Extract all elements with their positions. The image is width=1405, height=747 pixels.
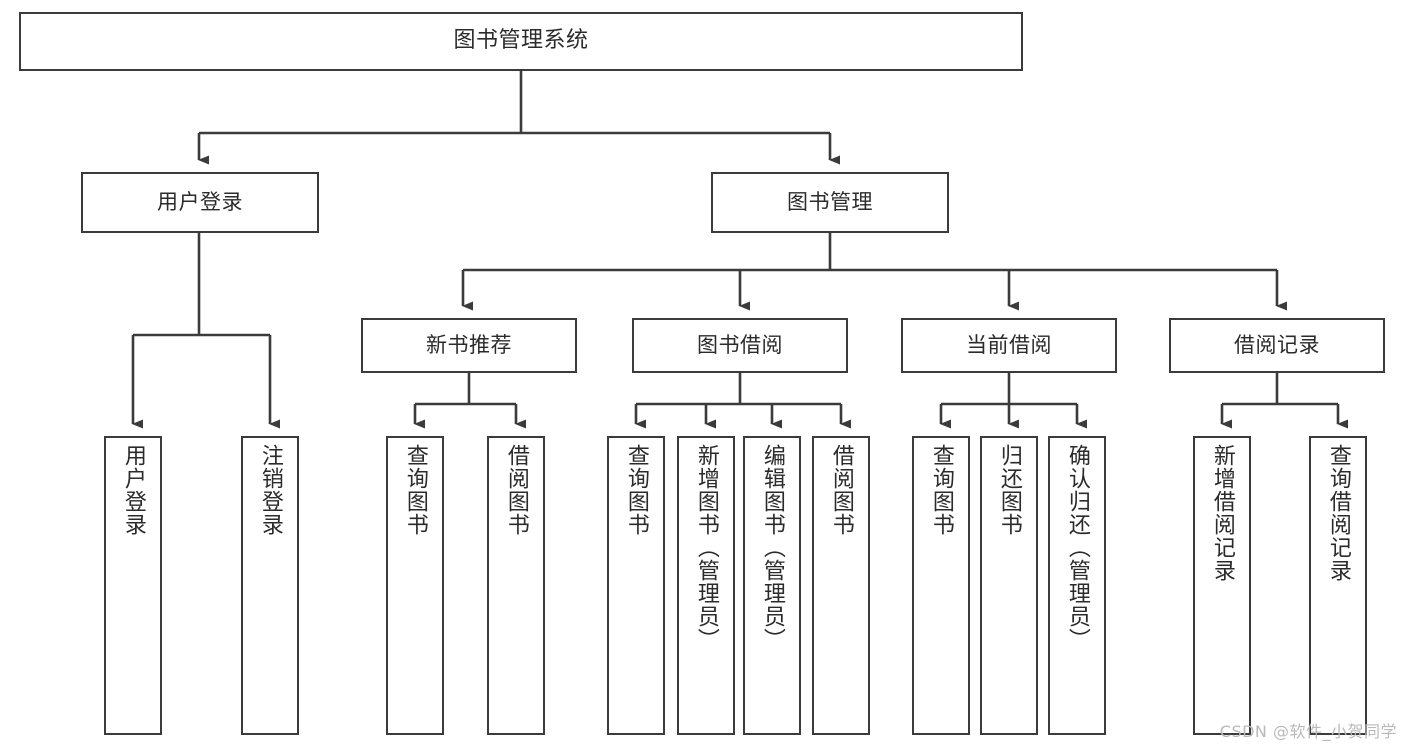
node-leaf-bookborrow-borrow-book[interactable]: 借阅图书 [812,436,870,735]
node-current-borrow[interactable]: 当前借阅 [901,318,1117,373]
node-book-borrow[interactable]: 图书借阅 [632,318,848,373]
node-leaf-borrowrecord-add-record[interactable]: 新增借阅记录 [1193,436,1251,735]
node-label: 新增图书（管理员） [693,444,719,651]
node-leaf-bookborrow-query-book[interactable]: 查询图书 [607,436,665,735]
node-leaf-currentborrow-query-book[interactable]: 查询图书 [912,436,970,735]
node-label: 注销登录 [257,444,283,536]
node-leaf-newbook-query-book[interactable]: 查询图书 [386,436,444,735]
watermark-text: CSDN @软件_小贺同学 [1219,722,1397,741]
node-borrow-record[interactable]: 借阅记录 [1169,318,1385,373]
node-label: 查询图书 [623,444,649,536]
node-leaf-bookborrow-edit-book[interactable]: 编辑图书（管理员） [743,436,801,735]
node-leaf-user-login-signout[interactable]: 注销登录 [241,436,299,735]
node-label: 新书推荐 [426,332,512,357]
node-label: 图书管理系统 [453,28,589,54]
node-label: 新增借阅记录 [1209,444,1235,582]
node-label: 用户登录 [157,189,243,214]
node-label: 归还图书 [996,444,1022,536]
node-label: 借阅图书 [503,444,529,536]
node-label: 确认归还（管理员） [1064,444,1090,651]
node-leaf-newbook-borrow-book[interactable]: 借阅图书 [487,436,545,735]
node-label: 当前借阅 [966,332,1052,357]
node-label: 查询借阅记录 [1325,444,1351,582]
node-user-login[interactable]: 用户登录 [81,172,319,233]
node-leaf-currentborrow-confirm-return[interactable]: 确认归还（管理员） [1048,436,1106,735]
node-leaf-currentborrow-return-book[interactable]: 归还图书 [980,436,1038,735]
node-label: 借阅图书 [828,444,854,536]
node-label: 图书管理 [787,189,873,214]
node-leaf-user-login-signin[interactable]: 用户登录 [104,436,162,735]
node-root-library-system[interactable]: 图书管理系统 [19,12,1023,71]
node-label: 查询图书 [402,444,428,536]
node-label: 借阅记录 [1234,332,1320,357]
node-label: 编辑图书（管理员） [759,444,785,651]
node-leaf-borrowrecord-query-record[interactable]: 查询借阅记录 [1309,436,1367,735]
node-label: 用户登录 [120,444,146,536]
node-leaf-bookborrow-add-book[interactable]: 新增图书（管理员） [677,436,735,735]
node-label: 查询图书 [928,444,954,536]
node-book-management[interactable]: 图书管理 [711,172,949,233]
node-label: 图书借阅 [697,332,783,357]
node-new-book-recommend[interactable]: 新书推荐 [361,318,577,373]
